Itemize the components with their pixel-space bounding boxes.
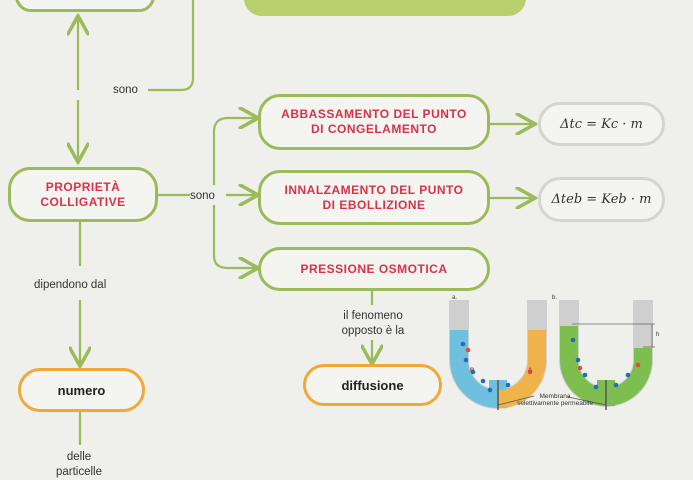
label-fenomeno-opposto: il fenomeno opposto è la (341, 310, 405, 337)
arrow-to-abbassamento (212, 118, 256, 185)
node-proprieta-colligative: PROPRIETÀ COLLIGATIVE (8, 167, 158, 222)
formula-congelamento: Δtc = Kc · m (538, 102, 665, 146)
arrow-to-pressione (212, 205, 256, 268)
u-tube-a (449, 300, 547, 410)
figure-label-a: a. (452, 295, 458, 301)
membrane-caption: Membrana selettivamente permeabile (517, 393, 593, 407)
formula-ebollizione: Δteb = Keb · m (538, 177, 665, 222)
figure-label-A: A (528, 368, 533, 374)
node-diffusione: diffusione (303, 364, 442, 406)
node-innalzamento: INNALZAMENTO DEL PUNTO DI EBOLLIZIONE (258, 170, 490, 225)
osmosis-figure (449, 300, 655, 410)
label-delle-particelle: delle particelle (55, 451, 103, 478)
node-pressione-osmotica: PRESSIONE OSMOTICA (258, 247, 490, 291)
label-dipendono: dipendono dal (32, 276, 109, 295)
figure-label-b: b. (552, 295, 558, 301)
node-numero: numero (18, 368, 145, 412)
label-sono-top: sono (110, 83, 141, 98)
label-sono-mid: sono (190, 190, 215, 202)
figure-label-h: h (656, 332, 660, 338)
partial-box-top-left (15, 0, 155, 12)
u-tube-b (559, 300, 655, 410)
node-abbassamento: ABBASSAMENTO DEL PUNTO DI CONGELAMENTO (258, 94, 490, 150)
partial-box-top-green (244, 0, 526, 16)
figure-label-B: B (470, 368, 475, 374)
line-top-right (148, 0, 195, 92)
